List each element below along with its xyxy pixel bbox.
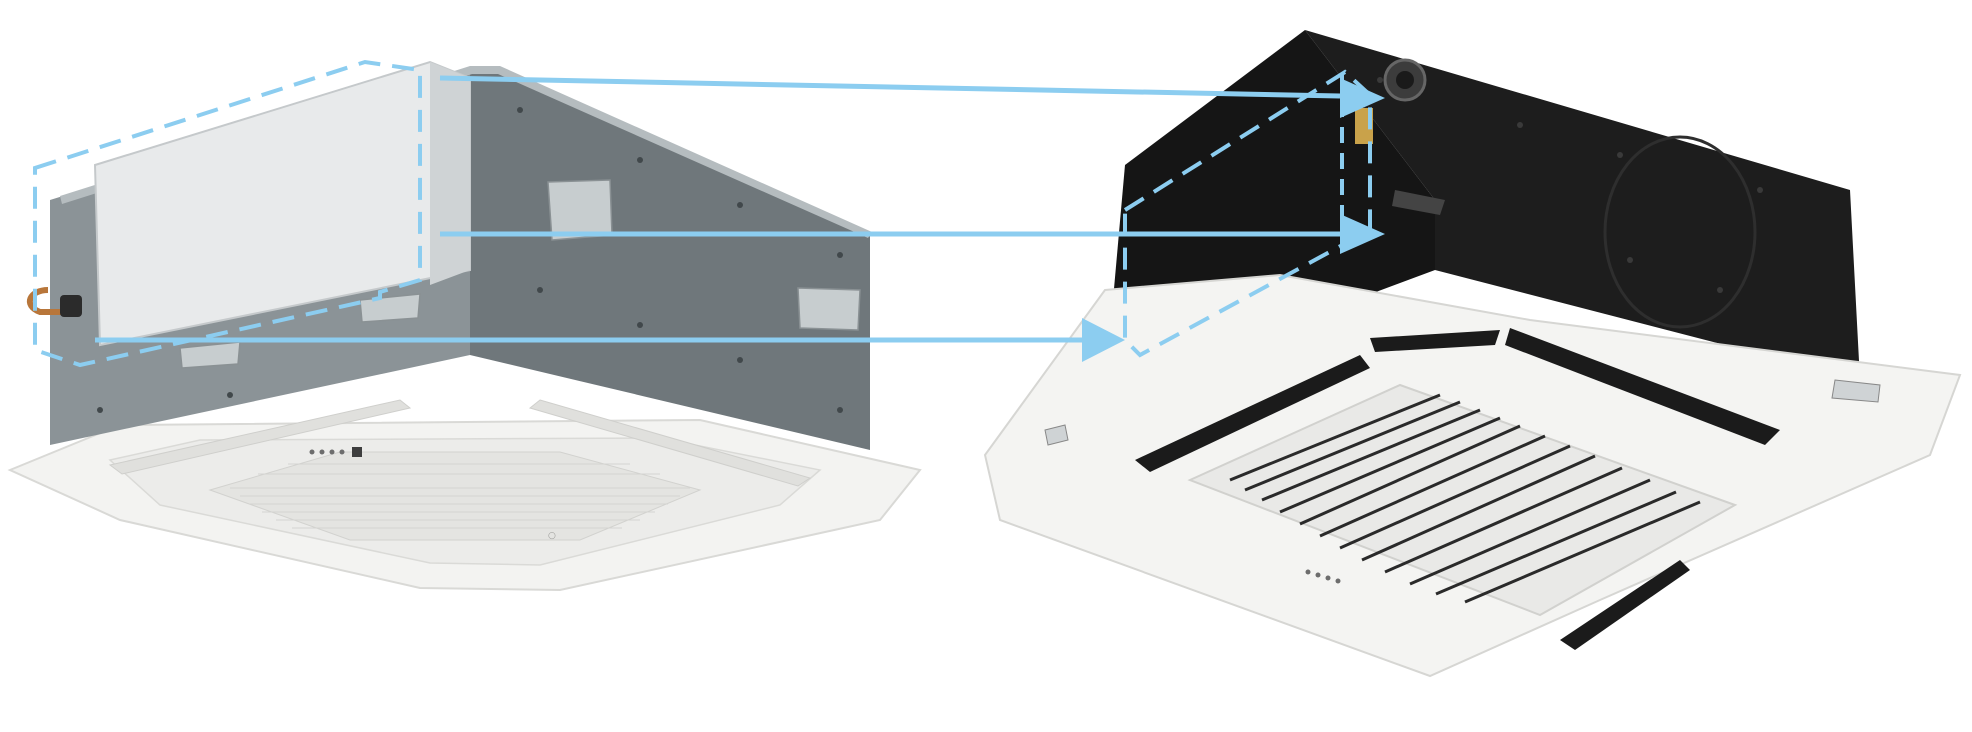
right-screws (1377, 77, 1763, 293)
left-copper-pipe (26, 287, 80, 315)
left-electric-box-side (430, 62, 470, 285)
right-louvers (1135, 328, 1780, 650)
left-panel-logo: ○ (548, 531, 556, 541)
arrow-top-head (1340, 78, 1385, 118)
right-grille-bars (1229, 393, 1701, 604)
left-louver-front-left (108, 399, 412, 475)
right-cassette-unit (983, 30, 1962, 678)
left-brass-valve (60, 295, 82, 317)
left-screws (97, 107, 843, 413)
left-body-right-face (470, 70, 870, 450)
left-indicator-lights (309, 447, 362, 457)
right-left-bracket (1044, 424, 1069, 446)
left-louver-front-right (528, 399, 812, 487)
arrow-bottom-head (1082, 318, 1125, 362)
right-round-hatch (1603, 135, 1757, 329)
right-side-bracket (1831, 379, 1881, 403)
right-indicator-lights (1305, 569, 1341, 584)
left-mounting-brackets (179, 179, 861, 369)
left-dashed-outline (33, 59, 422, 368)
callout-arrows (95, 75, 1385, 362)
arrow-middle-head (1340, 214, 1385, 254)
arrow-top-line (439, 75, 1341, 99)
left-grille-lines (230, 463, 690, 529)
right-pipe-connector (1355, 58, 1445, 215)
left-cassette-unit: ○ (7, 59, 922, 592)
